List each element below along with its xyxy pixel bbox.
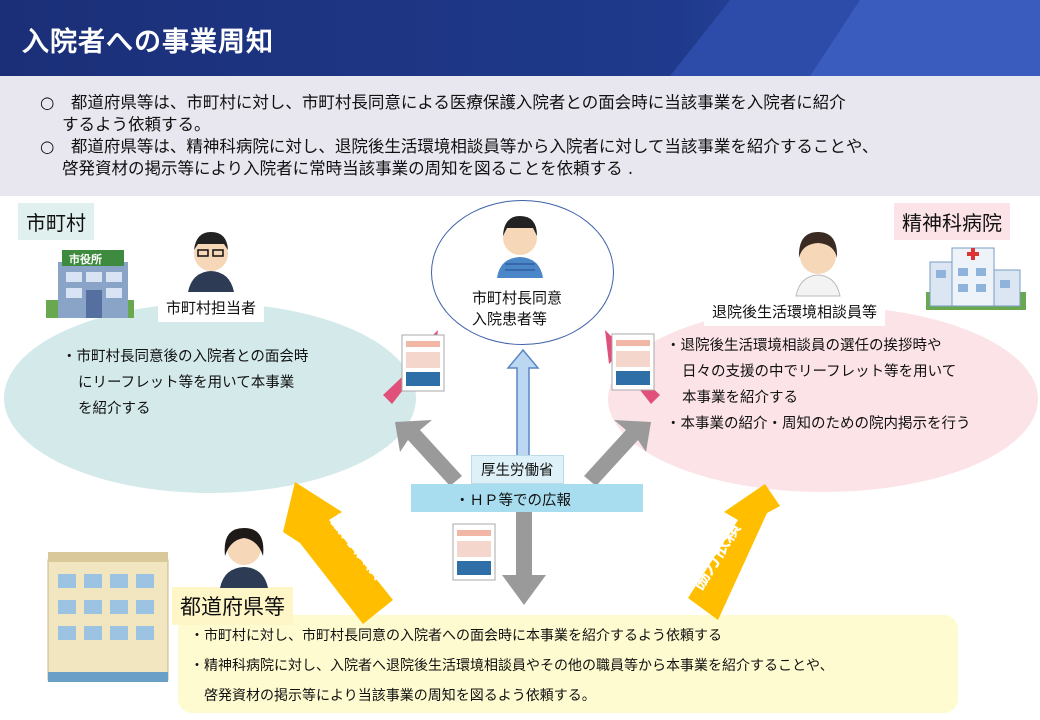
summary-line-4: 啓発資材の掲示等により入院者に常時当該事業の周知を図ることを依頼する . xyxy=(62,159,634,178)
hospital-ellipse xyxy=(608,306,1038,492)
city-hall-building-icon: 市役所 xyxy=(46,250,134,318)
leaflet-icon-hospital xyxy=(611,333,655,391)
prefecture-bullet-3: 啓発資材の掲示等により当該事業の周知を図るよう依頼する。 xyxy=(204,688,596,704)
mhlw-action-text: ・ＨＰ等での広報 xyxy=(455,493,571,509)
hospital-staff-label: 退院後生活環境相談員等 xyxy=(704,297,886,326)
hospital-bullet-1: ・退院後生活環境相談員の選任の挨拶時や xyxy=(666,338,942,354)
mhlw-action-box: ・ＨＰ等での広報 xyxy=(411,484,643,512)
prefecture-building-icon xyxy=(47,552,169,682)
leaflet-icon-municipality xyxy=(401,334,445,392)
hospital-tag: 精神科病院 xyxy=(894,203,1010,240)
city-hall-sign: 市役所 xyxy=(69,252,102,266)
hospital-bullet-3: 本事業を紹介する xyxy=(682,390,798,406)
municipality-ellipse xyxy=(4,303,416,493)
prefecture-staff-person-icon xyxy=(220,528,268,588)
page-title: 入院者への事業周知 xyxy=(22,27,274,58)
prefecture-bullets: ・市町村に対し、市町村長同意の入院者への面会時に本事業を紹介するよう依頼する ・… xyxy=(190,621,834,711)
municipality-bullet-1: ・市町村長同意後の入院者との面会時 xyxy=(62,349,309,365)
leaflet-icon-mhlw xyxy=(452,523,496,581)
patient-label-line-1: 市町村長同意 xyxy=(472,289,563,307)
municipality-bullet-3: を紹介する xyxy=(78,401,151,417)
patient-person-icon xyxy=(497,216,543,278)
title-bar: 入院者への事業周知 xyxy=(0,0,1040,76)
municipality-staff-person-icon xyxy=(188,232,234,292)
summary-line-2: するよう依頼する。 xyxy=(62,115,211,134)
mhlw-to-municipality-arrow xyxy=(395,420,462,486)
municipality-bullet-2: にリーフレット等を用いて本事業 xyxy=(78,375,295,391)
prefecture-bullet-2: ・精神科病院に対し、入院者へ退院後生活環境相談員やその他の職員等から本事業を紹介… xyxy=(190,658,834,674)
hospital-building-icon xyxy=(926,247,1026,310)
municipality-bullets: ・市町村長同意後の入院者との面会時 にリーフレット等を用いて本事業 を紹介する xyxy=(62,344,308,422)
patient-label: 市町村長同意 入院患者等 xyxy=(472,288,562,330)
hospital-bullet-4: ・本事業の紹介・周知のための院内掲示を行う xyxy=(666,416,971,432)
prefecture-to-hospital-request-arrow: 協力依頼 xyxy=(685,484,780,620)
municipality-staff-label: 市町村担当者 xyxy=(158,293,265,322)
header-decoration xyxy=(670,0,1040,76)
hospital-bullet-2: 日々の支援の中でリーフレット等を用いて xyxy=(682,364,957,380)
summary-line-3: ○ 都道府県等は、精神科病院に対し、退院後生活環境相談員等から入院者に対して当該… xyxy=(40,137,879,156)
patient-label-line-2: 入院患者等 xyxy=(472,310,548,328)
prefecture-tag: 都道府県等 xyxy=(172,587,293,625)
mhlw-to-patient-arrow xyxy=(506,348,540,459)
prefecture-box xyxy=(178,615,958,713)
hospital-staff-person-icon xyxy=(795,232,841,297)
mhlw-tag: 厚生労働省 xyxy=(471,455,564,484)
hospital-bullets: ・退院後生活環境相談員の選任の挨拶時や 日々の支援の中でリーフレット等を用いて … xyxy=(666,333,971,437)
municipality-tag: 市町村 xyxy=(18,203,94,240)
prefecture-to-municipality-request-arrow: 協力依頼 xyxy=(283,482,393,624)
mhlw-to-prefecture-arrow xyxy=(502,512,546,605)
prefecture-bullet-1: ・市町村に対し、市町村長同意の入院者への面会時に本事業を紹介するよう依頼する xyxy=(190,628,722,644)
summary-line-1: ○ 都道府県等は、市町村に対し、市町村長同意による医療保護入院者との面会時に当該… xyxy=(40,93,846,112)
mhlw-to-hospital-arrow xyxy=(584,420,651,486)
summary-panel: ○ 都道府県等は、市町村に対し、市町村長同意による医療保護入院者との面会時に当該… xyxy=(0,76,1040,196)
